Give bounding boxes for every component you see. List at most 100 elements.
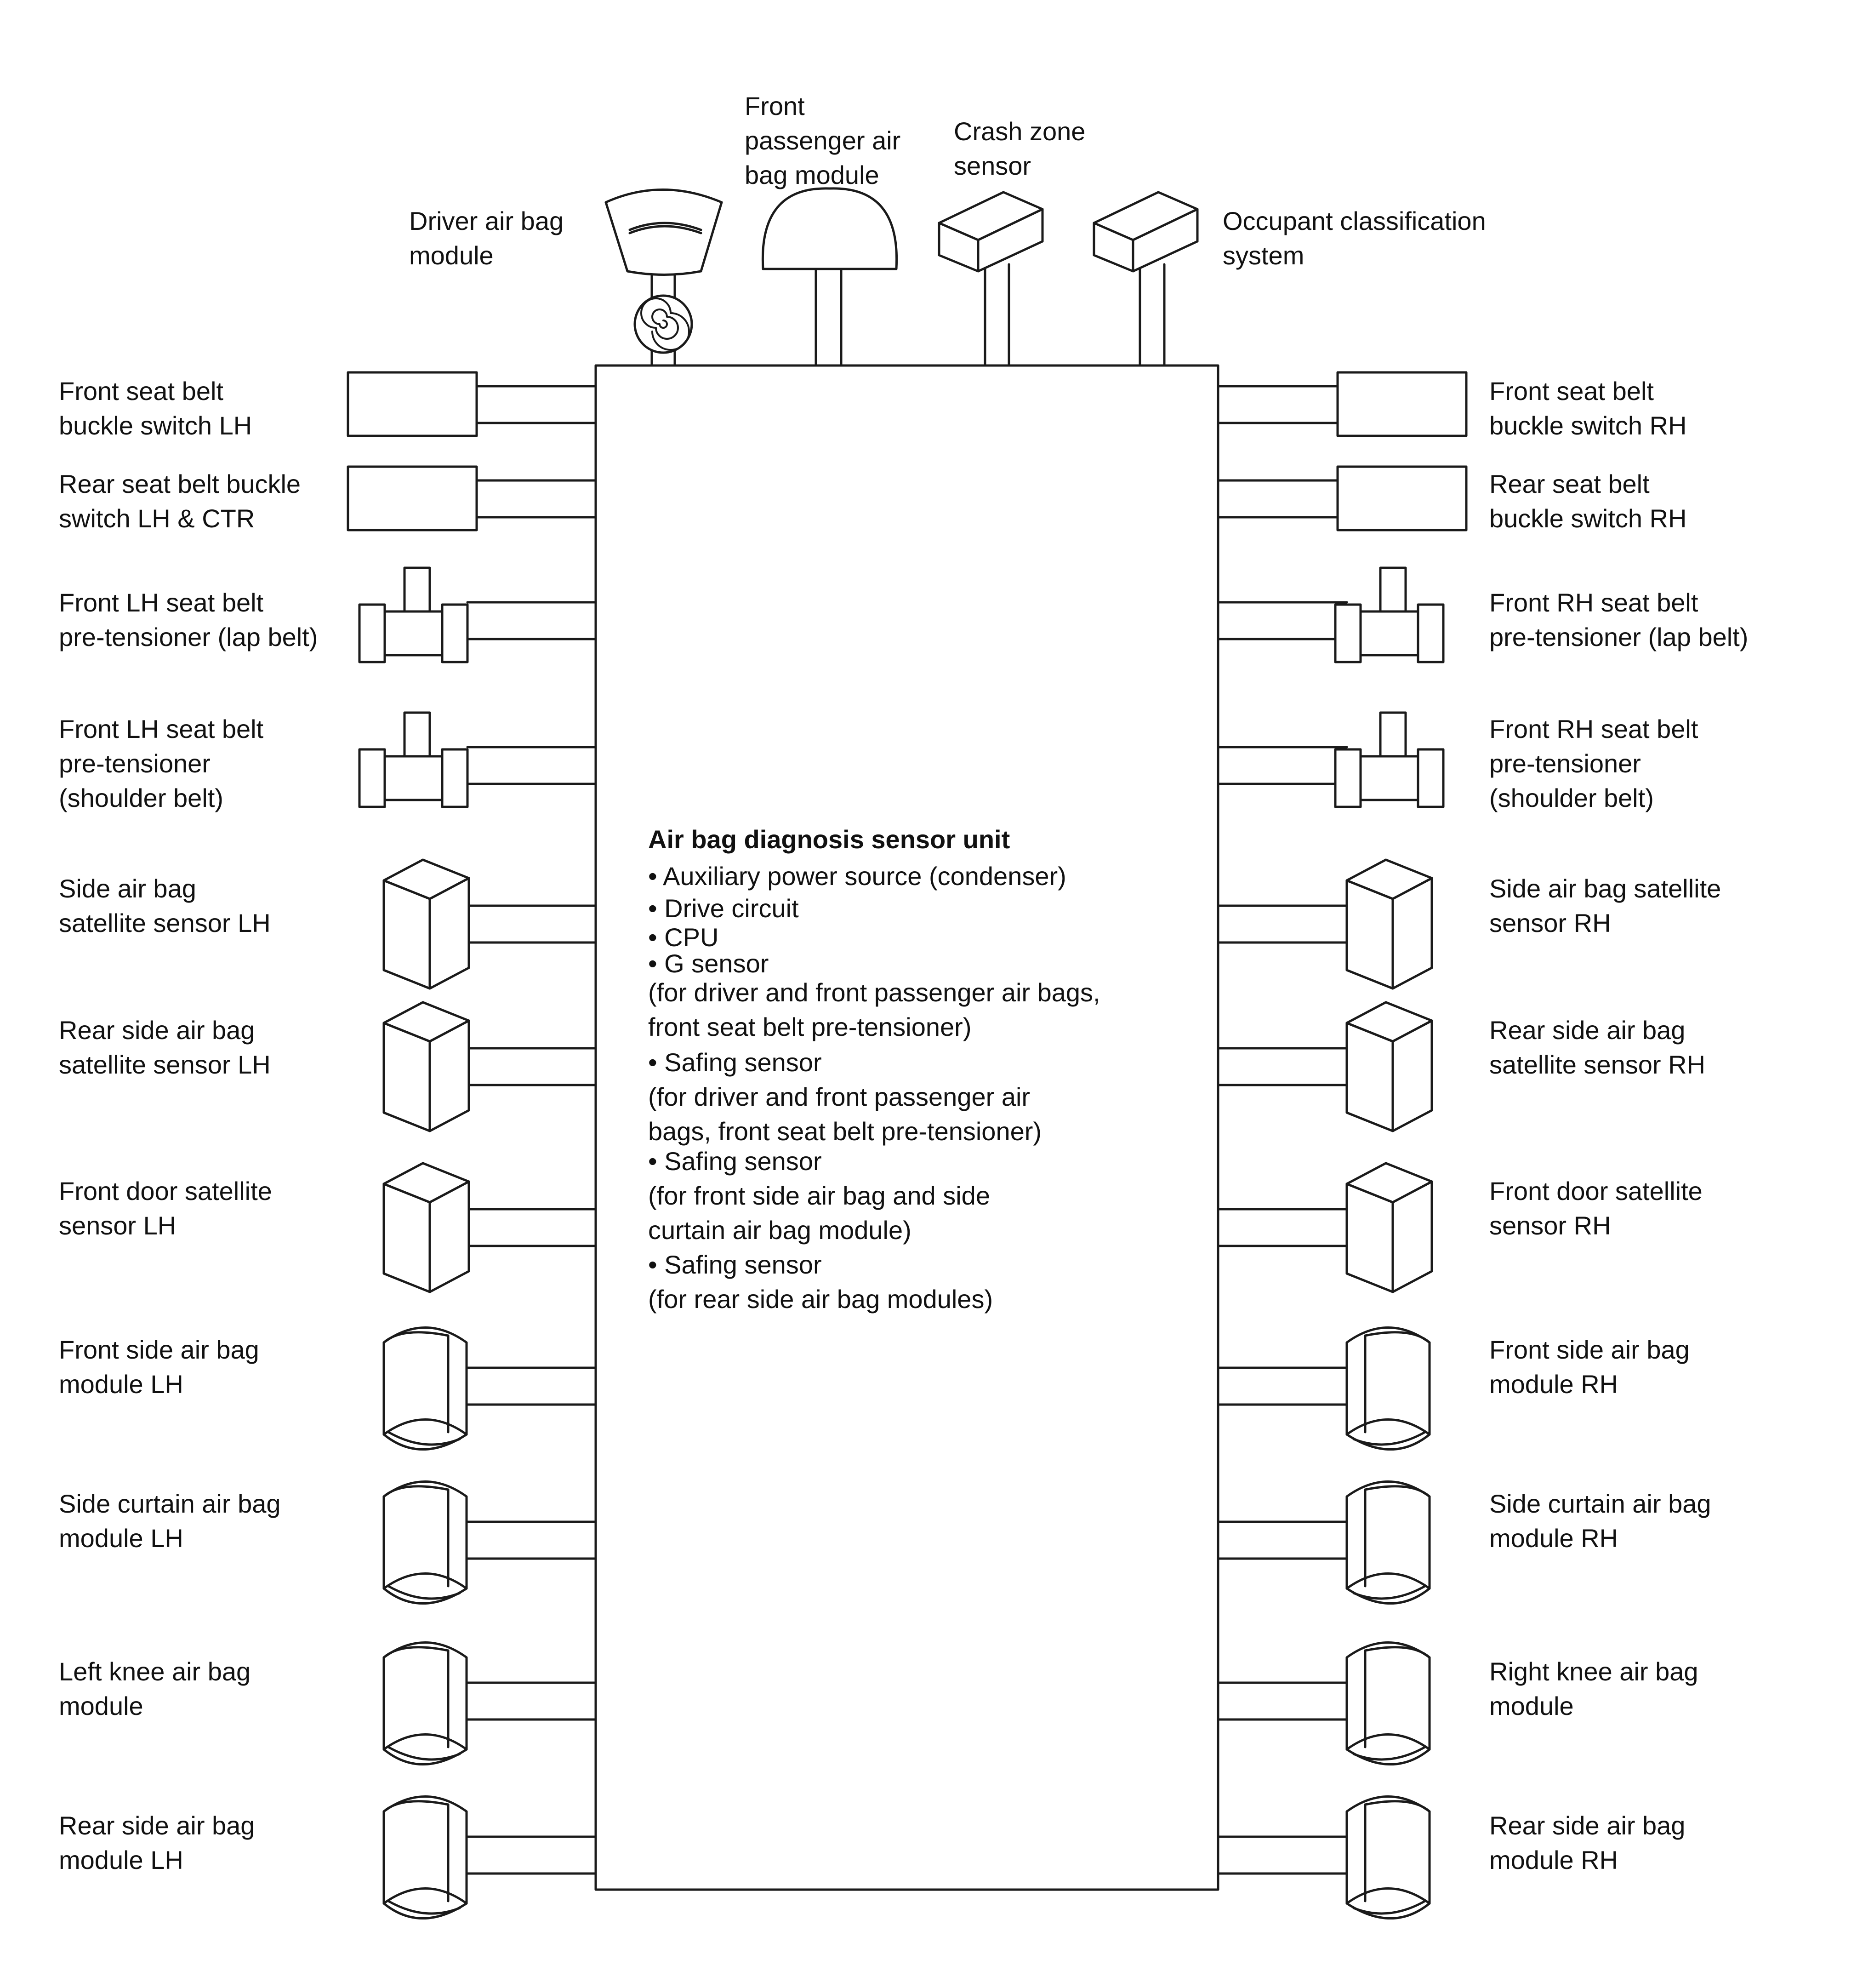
unit-line: (for driver and front passenger air bags… — [648, 978, 1100, 1007]
component-label: Rear seat belt buckle switch LH & CTR — [59, 469, 301, 533]
sensor-cube-icon — [1345, 858, 1433, 990]
unit-line: (for front side air bag and side — [648, 1181, 990, 1210]
component-label-line: Rear side air bag — [59, 1811, 255, 1840]
component-label-line: pre-tensioner — [59, 749, 211, 778]
connector-wires — [1217, 1681, 1348, 1721]
connector-wires — [1217, 1047, 1348, 1086]
component-label-line: (shoulder belt) — [1489, 783, 1654, 812]
component-label-line: sensor RH — [1489, 1211, 1611, 1240]
airbag-roll-icon — [1345, 1480, 1431, 1605]
switch-box-icon — [1336, 465, 1468, 531]
component-label-line: module LH — [59, 1845, 183, 1874]
passenger-airbag-module-icon — [761, 187, 898, 367]
component-label-line: Front door satellite — [1489, 1177, 1703, 1205]
airbag-roll-icon — [1345, 1795, 1431, 1919]
component-label-line: module RH — [1489, 1370, 1618, 1399]
component-label-line: buckle switch RH — [1489, 411, 1686, 440]
connector-wires — [475, 479, 597, 519]
airbag-roll-icon — [382, 1641, 468, 1765]
component-label-line: Front side air bag — [59, 1335, 259, 1364]
occupant-classification-label: Occupant classification system — [1223, 206, 1486, 270]
sensor-cube-icon — [382, 1001, 470, 1132]
component-label-line: pre-tensioner (lap belt) — [1489, 623, 1748, 651]
component-label: Front door satellite sensor RH — [1489, 1177, 1703, 1240]
sensor-unit-title: Air bag diagnosis sensor unit — [648, 825, 1010, 854]
component-label-line: module RH — [1489, 1524, 1618, 1553]
unit-line: (for rear side air bag modules) — [648, 1285, 993, 1314]
component-label-line: Side curtain air bag — [59, 1489, 281, 1518]
connector-wires — [1217, 479, 1339, 519]
connector-wires — [1217, 904, 1348, 944]
component-label-line: Rear side air bag — [1489, 1811, 1685, 1840]
component-label-line: pre-tensioner — [1489, 749, 1641, 778]
unit-line: (for driver and front passenger air — [648, 1082, 1030, 1111]
sensor-cube-icon — [1345, 1001, 1433, 1132]
component-label: Front LH seat beltpre-tensioner(shoulder… — [59, 714, 264, 812]
connector-wires — [465, 1208, 597, 1247]
passenger-airbag-label: Front passenger air bag module — [745, 91, 900, 189]
connector-wires — [465, 1366, 597, 1406]
unit-line: • G sensor — [648, 949, 769, 978]
driver-airbag-module-icon — [604, 189, 723, 367]
connector-wires — [1217, 1208, 1348, 1247]
component-label-line: pre-tensioner (lap belt) — [59, 623, 318, 651]
component-label-line: Front side air bag — [1489, 1335, 1690, 1364]
right-component-9: Side curtain air bag module RH — [1217, 1480, 1711, 1605]
unit-line: curtain air bag module) — [648, 1216, 911, 1245]
airbag-roll-icon — [382, 1326, 468, 1451]
connector-wires — [1217, 1366, 1348, 1406]
svg-text:Crash zone: Crash zone — [954, 117, 1085, 146]
connector-wires — [1217, 1520, 1348, 1560]
component-label-line: switch LH & CTR — [59, 504, 255, 533]
sensor-cube-icon — [1345, 1162, 1433, 1293]
component-label-line: Rear side air bag — [1489, 1016, 1685, 1045]
connector-wires — [465, 1520, 597, 1560]
svg-text:Occupant classification: Occupant classification — [1223, 206, 1486, 235]
airbag-roll-icon — [382, 1795, 468, 1919]
component-label-line: module RH — [1489, 1845, 1618, 1874]
svg-text:Driver air bag: Driver air bag — [409, 206, 564, 235]
connector-wires — [465, 1047, 597, 1086]
unit-line: • Safing sensor — [648, 1250, 822, 1279]
left-component-2: Rear seat belt buckle switch LH & CTR — [59, 465, 597, 533]
component-label-line: buckle switch RH — [1489, 504, 1686, 533]
right-component-8: Front side air bag module RH — [1217, 1326, 1690, 1451]
component-label-line: Front door satellite — [59, 1177, 272, 1205]
right-component-11: Rear side air bag module RH — [1217, 1795, 1685, 1919]
crash-zone-sensor-icon — [938, 191, 1044, 367]
occupant-classification-icon — [1093, 191, 1199, 367]
component-label-line: sensor RH — [1489, 908, 1611, 937]
connector-wires — [465, 1681, 597, 1721]
component-label-line: Side curtain air bag — [1489, 1489, 1711, 1518]
connector-wires — [466, 601, 597, 640]
component-label-line: satellite sensor LH — [59, 1050, 271, 1079]
component-label-line: Right knee air bag — [1489, 1657, 1698, 1686]
component-label-line: Front seat belt — [59, 377, 223, 406]
connector-wires — [475, 385, 597, 424]
component-label-line: Side air bag — [59, 874, 196, 903]
connector-wires — [1217, 601, 1348, 640]
connector-wires — [465, 1835, 597, 1875]
airbag-roll-icon — [1345, 1641, 1431, 1765]
component-label-line: Rear seat belt buckle — [59, 469, 301, 498]
